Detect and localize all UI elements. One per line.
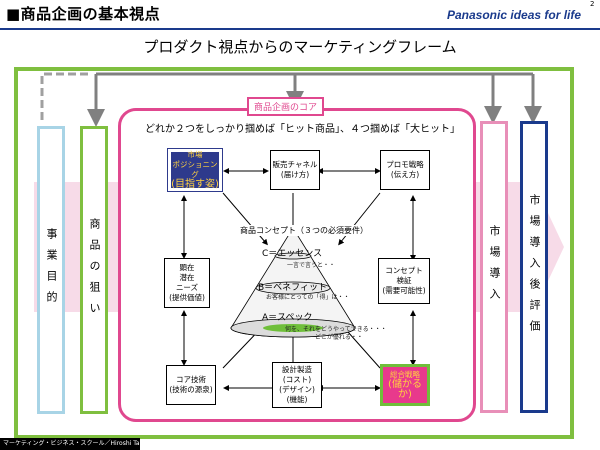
benefit-label: B＝ベネフィット bbox=[258, 283, 327, 293]
positioning-line2: ポジショニング bbox=[172, 160, 218, 179]
outer-frame bbox=[14, 67, 574, 439]
page-title: ■商品企画の基本視点 bbox=[6, 5, 161, 23]
design-line1: 設計製造 bbox=[282, 365, 312, 374]
core-tech-line2: (技術の源泉) bbox=[169, 385, 213, 394]
essence-label: C＝エッセンス bbox=[262, 249, 323, 259]
needs-line4: (提供価値) bbox=[169, 293, 205, 302]
design-line3: (デザイン) bbox=[279, 385, 315, 394]
needs-line2: 潜在 bbox=[179, 273, 195, 282]
needs-line1: 顕在 bbox=[179, 263, 195, 272]
product-aim-label: 商品の狙い bbox=[88, 217, 101, 323]
design-line2: (コスト) bbox=[282, 375, 312, 384]
sales-channel-line1: 販売チャネル bbox=[272, 160, 318, 169]
market-launch-box: 市場導入 bbox=[480, 121, 508, 413]
overall-strategy-node: 総合戦略 (儲かるか) bbox=[380, 364, 430, 406]
business-purpose-label: 事業目的 bbox=[45, 228, 58, 312]
product-core-label: 商品企画のコア bbox=[247, 97, 325, 116]
design-manufacturing-node: 設計製造 (コスト) (デザイン) (機能) bbox=[272, 362, 322, 408]
feedback-connectors bbox=[40, 72, 542, 127]
profit-line1: 総合戦略 bbox=[390, 370, 420, 379]
positioning-line1: 市場 bbox=[187, 150, 203, 159]
benefit-note: お客様にとっての「得」は・・ bbox=[266, 294, 350, 301]
core-connectors bbox=[181, 168, 416, 391]
needs-node: 顕在 潜在 ニーズ (提供価値) bbox=[164, 258, 210, 308]
page-number: 2 bbox=[590, 0, 595, 8]
footer-credit: マーケティング・ビジネス・スクール／Hiroshi Takigawa bbox=[0, 438, 161, 450]
post-launch-evaluation-label: 市場導入後評価 bbox=[528, 193, 541, 341]
promotion-line1: プロモ戦略 bbox=[386, 160, 424, 169]
profit-line2: (儲かるか) bbox=[388, 379, 422, 400]
concept-verify-line2: 検証 bbox=[396, 276, 412, 285]
market-positioning-node: 市場 ポジショニング (目指す姿) bbox=[167, 148, 223, 192]
sales-channel-node: 販売チャネル (届け方) bbox=[270, 150, 320, 190]
core-technology-node: コア技術 (技術の源泉) bbox=[166, 365, 216, 405]
header-divider bbox=[0, 28, 600, 30]
promotion-node: プロモ戦略 (伝え方) bbox=[380, 150, 430, 190]
sales-channel-line2: (届け方) bbox=[280, 170, 310, 179]
market-launch-label: 市場導入 bbox=[488, 225, 501, 309]
spec-note: 何を、それをどうやってできる・・・ bbox=[285, 326, 387, 333]
spec-note-2: どこが優れる・・ bbox=[315, 334, 363, 341]
business-purpose-box: 事業目的 bbox=[37, 126, 65, 414]
needs-line3: ニーズ bbox=[175, 283, 199, 292]
concept-verify-line1: コンセプト bbox=[385, 266, 423, 275]
spec-label: A＝スペック bbox=[262, 313, 313, 323]
concept-verify-line3: (需要可能性) bbox=[382, 286, 426, 295]
concept-verification-node: コンセプト 検証 (需要可能性) bbox=[378, 258, 430, 304]
concept-label: 商品コンセプト（３つの必須要件） bbox=[240, 225, 368, 236]
core-tagline: どれか２つをしっかり掴めば「ヒット商品」、４つ掴めば「大ヒット」 bbox=[145, 124, 460, 135]
post-launch-evaluation-box: 市場導入後評価 bbox=[520, 121, 548, 413]
core-tech-line1: コア技術 bbox=[176, 375, 206, 384]
brand-logo: Panasonic ideas for life bbox=[447, 8, 582, 22]
positioning-line3: (目指す姿) bbox=[171, 179, 219, 190]
promotion-line2: (伝え方) bbox=[390, 170, 420, 179]
product-aim-box: 商品の狙い bbox=[80, 126, 108, 414]
diagram-subtitle: プロダクト視点からのマーケティングフレーム bbox=[143, 38, 457, 56]
essence-note: 一言で言うと・・ bbox=[287, 262, 336, 269]
design-line4: (機能) bbox=[286, 395, 308, 404]
